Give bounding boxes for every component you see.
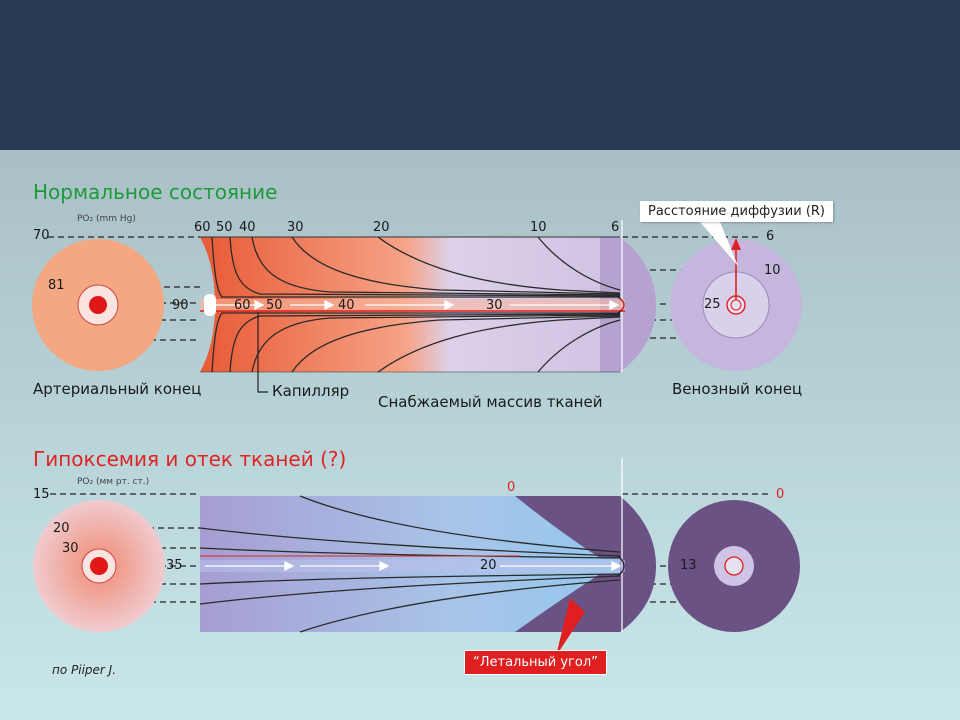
arterial-value-81: 81 (48, 278, 65, 293)
arterial-blood-dot-hypox (90, 557, 108, 575)
arterial-value-30: 30 (62, 541, 79, 556)
warning-pointer (556, 598, 585, 656)
outer-value-normal: 70 (33, 228, 50, 243)
isoline-10: 10 (530, 220, 547, 235)
normal-panel-title: Нормальное состояние (33, 180, 278, 204)
isoline-60: 60 (194, 220, 211, 235)
venous-value-13: 13 (680, 558, 697, 573)
isoline-50: 50 (216, 220, 233, 235)
venous-value-25: 25 (704, 297, 721, 312)
isoline-6: 6 (611, 220, 620, 235)
isoline-40: 40 (239, 220, 256, 235)
isolines-normal (211, 236, 621, 373)
flow-arrows-hypox (205, 560, 622, 572)
arterial-value-90: 90 (172, 298, 189, 313)
normal-panel (32, 220, 802, 393)
arterial-value-35: 35 (166, 558, 183, 573)
hypoxemia-panel (33, 458, 800, 656)
callout-pointer (700, 222, 738, 266)
capillary-channel-hypox (200, 560, 625, 572)
venous-tissue-edge (600, 237, 656, 372)
venous-end-label: Венозный конец (672, 380, 803, 398)
capillary-value-60: 60 (234, 298, 251, 313)
venous-value-0: 0 (776, 487, 785, 502)
isoline-30: 30 (287, 220, 304, 235)
outer-value-hypox: 15 (33, 487, 50, 502)
isoline-0-top: 0 (507, 480, 516, 495)
po2-unit-label: PO₂ (mm Hg) (77, 214, 136, 224)
capillary-value-20: 20 (480, 558, 497, 573)
capillary-value-50: 50 (266, 298, 283, 313)
capillary-value-40: 40 (338, 298, 355, 313)
flow-arrows-normal (210, 299, 620, 311)
source-credit: по Piiper J. (52, 663, 117, 677)
tissue-label: Снабжаемый массив тканей (378, 393, 603, 411)
hypoxemia-panel-title: Гипоксемия и отек тканей (?) (33, 447, 347, 471)
venous-value-6: 6 (766, 229, 775, 244)
venous-value-10: 10 (764, 263, 781, 278)
capillary-label: Капилляр (272, 382, 350, 400)
arterial-end-label: Артериальный конец (33, 380, 202, 398)
diffusion-distance-callout: Расстояние диффузии (R) (640, 201, 834, 222)
po2-unit-label-hypox: PO₂ (мм рт. ст.) (77, 477, 150, 487)
arterial-blood-dot (89, 296, 107, 314)
isolines-hypox (199, 495, 621, 633)
isoline-20: 20 (373, 220, 390, 235)
lethal-corner-label: “Летальный угол” (464, 650, 607, 675)
header-band (0, 0, 960, 150)
capillary-value-30: 30 (486, 298, 503, 313)
arterial-value-20: 20 (53, 521, 70, 536)
lethal-corner-zone (515, 496, 656, 632)
